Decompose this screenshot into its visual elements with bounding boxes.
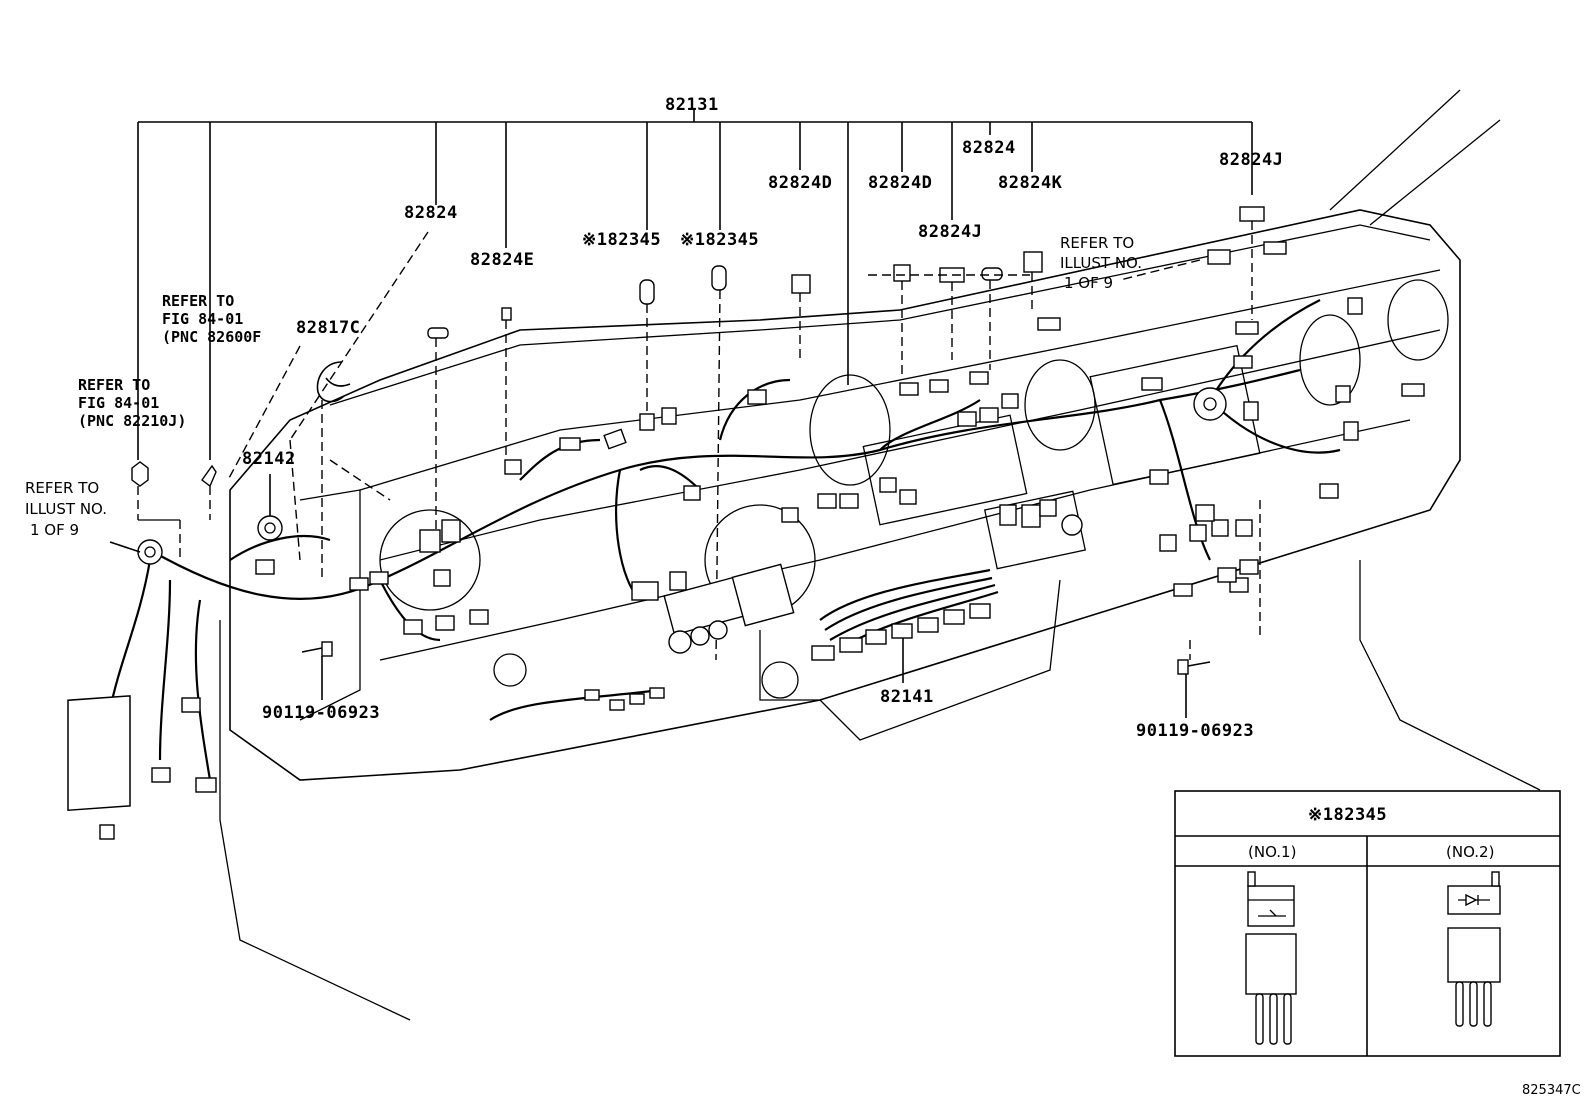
harness-82131-leaders — [137, 110, 1253, 460]
refer-note-82210j: REFER TO FIG 84-01 (PNC 82210J) — [78, 376, 186, 430]
label-relay-1: ※182345 — [582, 230, 661, 250]
svg-text:(PNC 82210J): (PNC 82210J) — [78, 412, 186, 430]
connector-82824d-b — [893, 264, 911, 282]
svg-text:1 OF 9: 1 OF 9 — [30, 521, 79, 539]
connector-82824k — [1023, 251, 1043, 273]
inset-col-2: (NO.2) — [1446, 843, 1494, 861]
refer-note-illust-left: REFER TO ILLUST NO. 1 OF 9 — [25, 479, 107, 539]
label-82141: 82141 — [880, 687, 934, 707]
svg-text:REFER TO: REFER TO — [78, 376, 150, 394]
label-82824j-b: 82824J — [1219, 150, 1283, 170]
svg-text:(PNC 82600F: (PNC 82600F — [162, 328, 261, 346]
connector-82824-a — [427, 327, 449, 339]
inset-col-1: (NO.1) — [1248, 843, 1296, 861]
bolt-right — [1177, 659, 1211, 718]
inset-panel: ※182345 (NO.1) (NO.2) — [1174, 790, 1561, 1057]
label-relay-2: ※182345 — [680, 230, 759, 250]
svg-text:ILLUST NO.: ILLUST NO. — [1060, 254, 1142, 272]
figure-code: 825347C — [1522, 1083, 1581, 1098]
instrument-panel — [219, 89, 1541, 1021]
label-82824d-b: 82824D — [868, 173, 932, 193]
label-82824k: 82824K — [998, 173, 1063, 193]
label-bolt-right: 90119-06923 — [1136, 721, 1254, 741]
refer-note-82600f: REFER TO FIG 84-01 (PNC 82600F — [162, 292, 261, 346]
label-82817c: 82817C — [296, 318, 360, 338]
bolt-left — [301, 641, 333, 700]
inset-title: ※182345 — [1308, 805, 1387, 825]
svg-text:REFER TO: REFER TO — [25, 479, 99, 497]
label-82824e: 82824E — [470, 250, 534, 270]
label-82824j-a: 82824J — [918, 222, 982, 242]
svg-text:REFER TO: REFER TO — [1060, 234, 1134, 252]
part-labels: 82131 82824 82824E ※182345 ※182345 82824… — [242, 95, 1581, 1098]
label-82824-a: 82824 — [404, 203, 458, 223]
connector-82824d-a — [791, 274, 811, 294]
label-82142: 82142 — [242, 449, 296, 469]
label-82131: 82131 — [665, 95, 719, 115]
svg-text:1 OF 9: 1 OF 9 — [1064, 274, 1113, 292]
svg-text:FIG 84-01: FIG 84-01 — [162, 310, 243, 328]
connectors — [67, 206, 1425, 840]
connector-82824-b — [981, 267, 1003, 281]
connector-82824j-b — [1239, 206, 1265, 222]
label-82824d-a: 82824D — [768, 173, 832, 193]
connector-82824e — [501, 307, 512, 321]
relay-no1-drawing — [1245, 871, 1297, 1045]
relay-82345-2 — [711, 265, 727, 291]
leader-lines — [227, 231, 1201, 561]
refer-note-illust-right: REFER TO ILLUST NO. 1 OF 9 — [1060, 234, 1142, 292]
svg-text:FIG 84-01: FIG 84-01 — [78, 394, 159, 412]
svg-text:REFER TO: REFER TO — [162, 292, 234, 310]
relay-no2-drawing — [1447, 871, 1501, 1027]
relay-82345-1 — [639, 279, 655, 305]
svg-text:ILLUST NO.: ILLUST NO. — [25, 500, 107, 518]
label-82824-b: 82824 — [962, 138, 1016, 158]
label-bolt-left: 90119-06923 — [262, 703, 380, 723]
